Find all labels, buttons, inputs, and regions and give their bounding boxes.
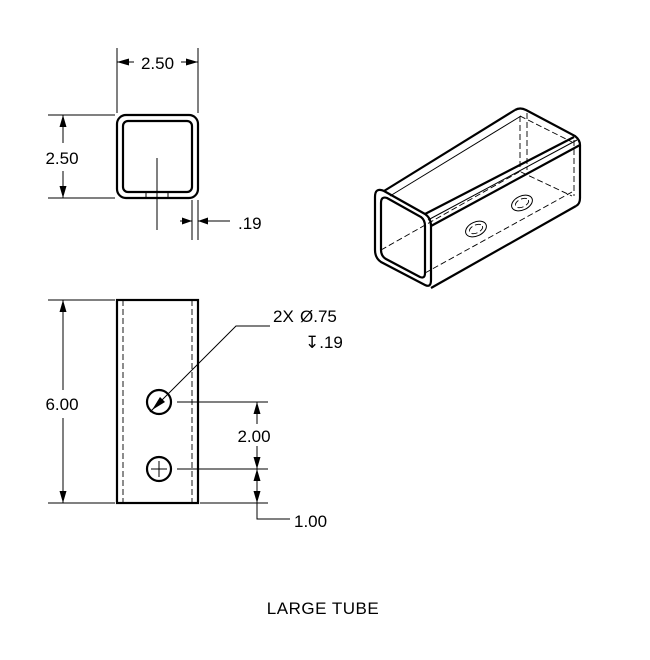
hole-spacing-dimension: 2.00 <box>237 427 270 446</box>
hole-callout-count: 2X <box>273 307 294 326</box>
hole-callout-diameter: Ø.75 <box>300 307 337 326</box>
top-view: 2.50 2.50 .19 <box>45 48 262 240</box>
top-width-dimension: 2.50 <box>141 54 174 73</box>
iso-front-face-inner <box>379 196 427 279</box>
isometric-view <box>373 107 582 289</box>
iso-front-face-outer <box>373 188 433 287</box>
top-height-dimension: 2.50 <box>45 149 78 168</box>
length-dimension: 6.00 <box>45 395 78 414</box>
front-view: 2X Ø.75 ↧.19 6.00 2.00 1.00 <box>45 298 343 531</box>
upper-hole <box>145 388 173 416</box>
lower-hole <box>145 455 173 483</box>
hole-callout-depth: ↧.19 <box>305 333 343 352</box>
iso-upper-hole <box>511 194 533 212</box>
wall-thickness-dimension: .19 <box>238 214 262 233</box>
drawing-title: LARGE TUBE <box>267 599 379 618</box>
iso-lower-hole <box>465 220 487 238</box>
hole-offset-dimension: 1.00 <box>294 512 327 531</box>
hole-callout-leader <box>149 325 270 413</box>
